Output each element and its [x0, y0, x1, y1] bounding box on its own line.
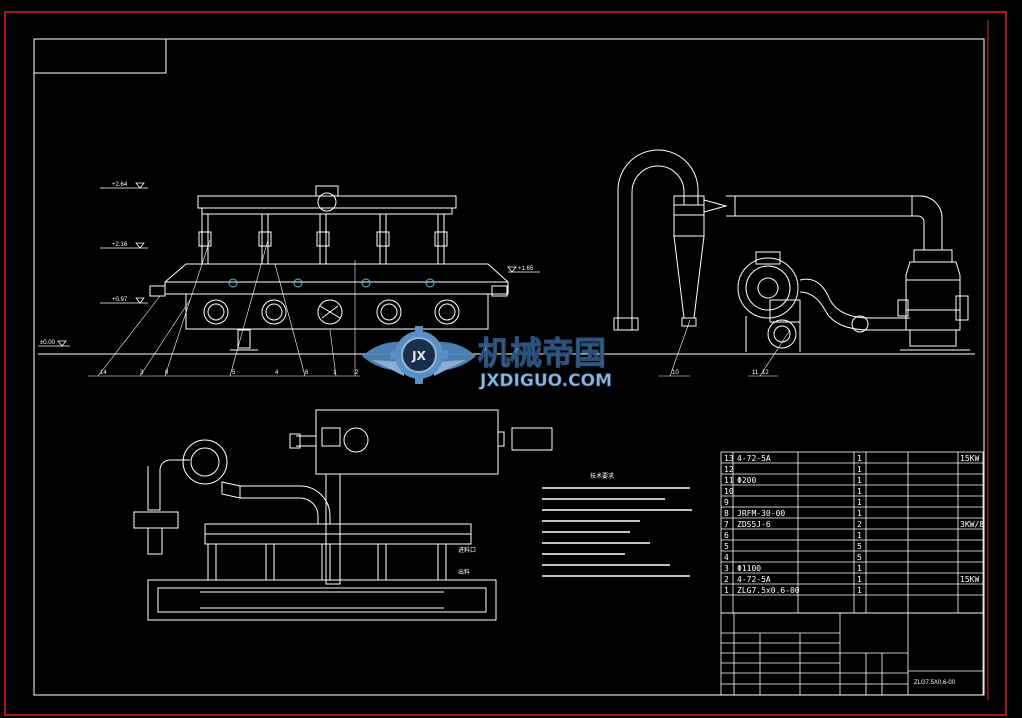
leader-4: 4	[275, 370, 279, 376]
side-label-b: 出料	[458, 568, 470, 576]
corner-box	[33, 38, 167, 74]
notes-title: 技术要求	[590, 472, 614, 480]
bom-row-qty: 1	[857, 564, 862, 573]
title-block	[720, 612, 984, 696]
bom-row-qty: 1	[857, 465, 862, 474]
watermark: JX 机械帝国 JXDIGUO.COM	[362, 326, 612, 391]
dryer-front-view	[149, 185, 509, 351]
bom-row-no: 6	[724, 531, 729, 540]
gear-icon	[390, 326, 448, 384]
bom-row-no: 1	[724, 586, 729, 595]
inner-frame	[33, 38, 985, 696]
bom-row-qty: 1	[857, 476, 862, 485]
bom-row-no: 3	[724, 564, 729, 573]
leader-1: 1	[333, 370, 337, 376]
bom-row-code: Φ200	[737, 476, 756, 485]
bom-row-code: ZDS5J-6	[737, 520, 771, 529]
dryer-plan-view	[133, 409, 553, 621]
bom-row-no: 12	[724, 465, 734, 474]
bill-of-materials	[720, 451, 984, 614]
elev-label-ground: ±0.00	[40, 340, 56, 346]
bom-row-no: 13	[724, 454, 734, 463]
bom-row-code: Φ1100	[737, 564, 761, 573]
bom-row-note: 3KW/8	[960, 520, 984, 529]
bom-row-code: ZLG7.5x0.6-00	[737, 586, 800, 595]
bom-row-note: 15KW	[960, 454, 979, 463]
leader-6: 6	[305, 370, 309, 376]
bom-row-no: 10	[724, 487, 734, 496]
fan-right	[737, 251, 910, 352]
bom-row-qty: 1	[857, 498, 862, 507]
bom-row-qty: 1	[857, 531, 862, 540]
bom-row-code: 4-72-5A	[737, 575, 771, 584]
leader-10: 10	[672, 370, 679, 376]
leader-5: 5	[232, 370, 236, 376]
watermark-wings	[362, 341, 476, 376]
watermark-brand-en: JXDIGUO.COM	[479, 371, 612, 391]
bom-row-code: 4-72-5A	[737, 454, 771, 463]
leader-3: 3	[140, 370, 144, 376]
bom-row-code: JRFM-30-00	[737, 509, 785, 518]
leader-12: 12	[762, 370, 769, 376]
leader-2: 2	[355, 370, 359, 376]
watermark-brand-cn: 机械帝国	[478, 334, 606, 372]
bom-row-no: 9	[724, 498, 729, 507]
bom-row-no: 7	[724, 520, 729, 529]
bom-row-qty: 1	[857, 575, 862, 584]
elev-label-4: +1.65	[518, 266, 534, 272]
drawing-number: ZLG7.5X0.6-00	[914, 680, 956, 686]
bom-row-qty: 5	[857, 542, 862, 551]
watermark-emblem-text: JX	[411, 349, 426, 363]
bom-row-no: 4	[724, 553, 729, 562]
notes-lines	[542, 487, 692, 577]
elevation-markers	[38, 182, 540, 347]
elev-label-2: +2.16	[112, 242, 128, 248]
elev-label-1: +2.64	[112, 182, 128, 188]
dryer-nozzles	[228, 278, 435, 288]
bom-row-no: 11	[724, 476, 734, 485]
leader-lines	[88, 239, 791, 377]
bom-row-qty: 1	[857, 487, 862, 496]
bom-row-no: 8	[724, 509, 729, 518]
side-label-a: 进料口	[458, 546, 476, 554]
bom-row-note: 15KW	[960, 575, 979, 584]
bom-row-no: 2	[724, 575, 729, 584]
leader-11: 11	[752, 370, 759, 376]
elev-label-3: +0.97	[112, 297, 128, 303]
bom-row-qty: 1	[857, 509, 862, 518]
bom-row-qty: 2	[857, 520, 862, 529]
cyclone-and-duct	[613, 149, 943, 331]
bom-row-qty: 5	[857, 553, 862, 562]
bom-row-qty: 1	[857, 586, 862, 595]
leader-8: 8	[165, 370, 169, 376]
outer-frame	[4, 11, 1007, 716]
leader-14: 14	[100, 370, 107, 376]
bom-row-qty: 1	[857, 454, 862, 463]
technical-notes: 技术要求	[542, 472, 692, 577]
separator-tower	[897, 249, 970, 351]
bom-row-no: 5	[724, 542, 729, 551]
